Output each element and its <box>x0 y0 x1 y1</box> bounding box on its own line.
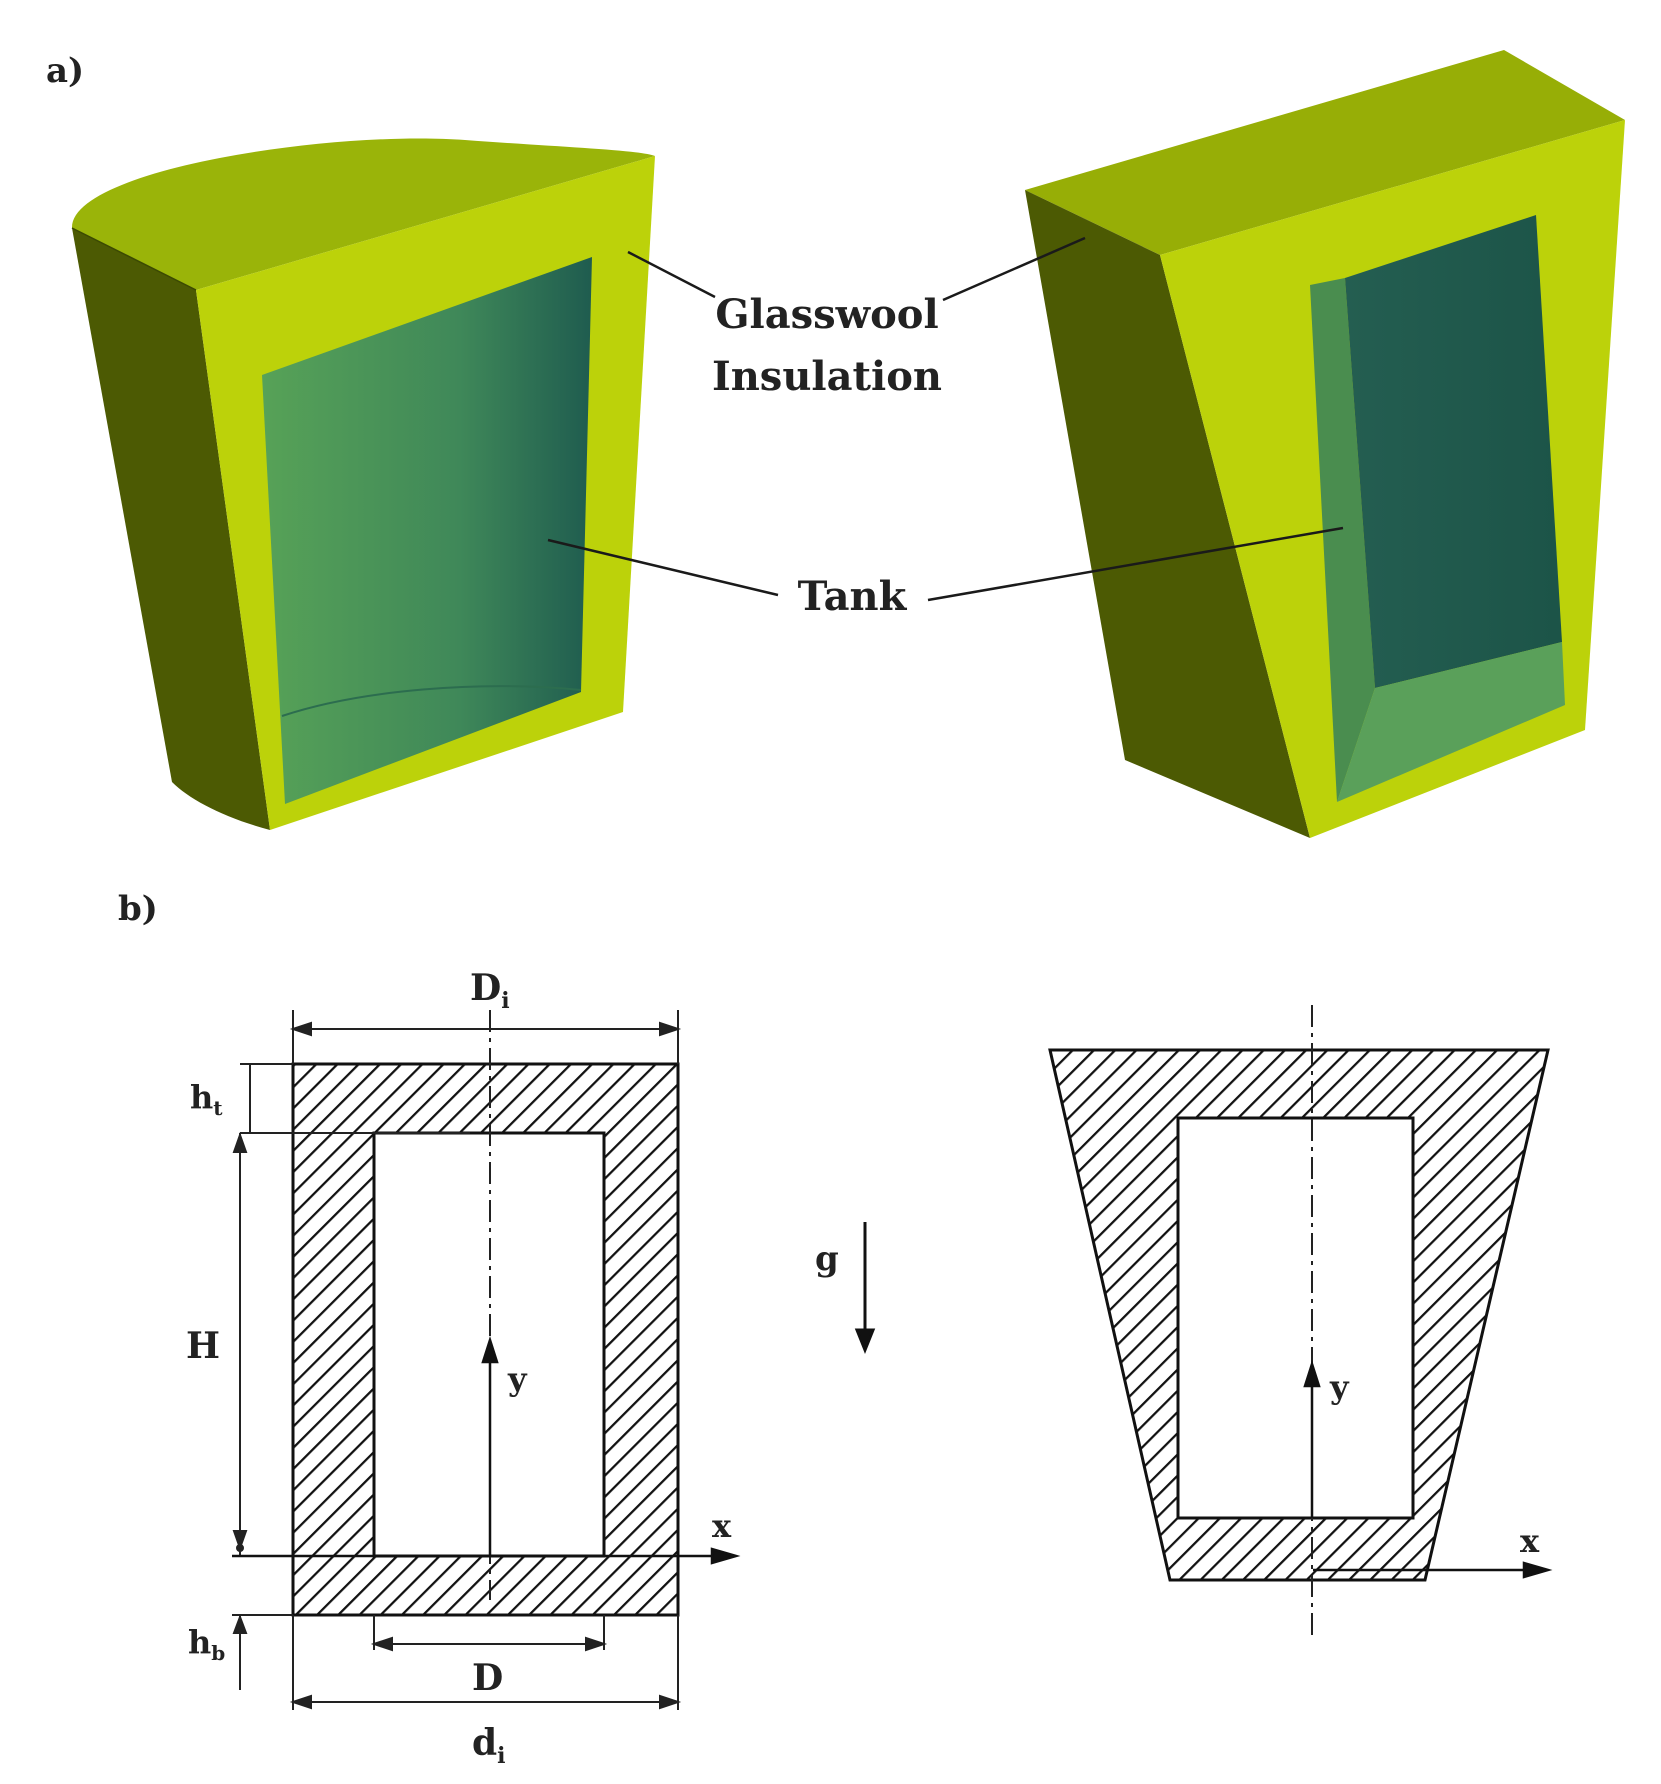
tank-label: Tank <box>798 573 908 620</box>
panel-b-label: b) <box>118 889 158 929</box>
cylindrical-axes <box>232 1335 741 1565</box>
cylindrical-insulation-top <box>71 138 655 290</box>
cylindrical-insulation-side <box>72 228 270 830</box>
cylindrical-tank-3d <box>71 138 655 830</box>
dim-bottom-thickness-label: hb <box>188 1623 225 1665</box>
right-axis-x-label: x <box>1520 1522 1540 1560</box>
dim-top-thickness-label: ht <box>190 1078 223 1120</box>
right-axis-y-label: y <box>1329 1368 1350 1406</box>
cylindrical-cross-section <box>291 1010 680 1617</box>
leader-lines <box>547 236 1344 602</box>
trapezoidal-axes <box>1303 1359 1553 1579</box>
gravity-label: g <box>815 1239 839 1279</box>
dim-bottom-width-label: di <box>472 1722 506 1769</box>
trapezoidal-tank-3d <box>1025 50 1625 838</box>
dim-top-width-label: Di <box>470 967 510 1014</box>
gravity-arrow <box>854 1222 876 1355</box>
trapezoidal-tank-cavity-back <box>1345 215 1562 688</box>
cylindrical-dimensions <box>232 1010 682 1710</box>
trapezoidal-insulation-side <box>1025 190 1310 838</box>
trapezoidal-insulation-top <box>1025 50 1625 255</box>
trapezoidal-cross-section <box>1048 1005 1550 1640</box>
trapezoidal-tank-cavity-floor <box>1337 642 1565 802</box>
panel-a-label: a) <box>46 51 84 91</box>
insulation-label-line2: Insulation <box>712 353 942 400</box>
left-axis-x-label: x <box>712 1507 732 1545</box>
trapezoidal-tank-cavity-side <box>1310 278 1375 802</box>
dim-inner-bottom-label: D <box>472 1657 503 1699</box>
insulation-label: Glasswool <box>715 291 938 338</box>
left-axis-y-label: y <box>507 1360 528 1398</box>
cylindrical-tank-cavity <box>262 257 592 804</box>
trapezoidal-inner-cavity <box>1176 1116 1415 1520</box>
dim-height-label: H <box>186 1325 220 1367</box>
cylindrical-tank-bottom-curve <box>281 685 582 717</box>
